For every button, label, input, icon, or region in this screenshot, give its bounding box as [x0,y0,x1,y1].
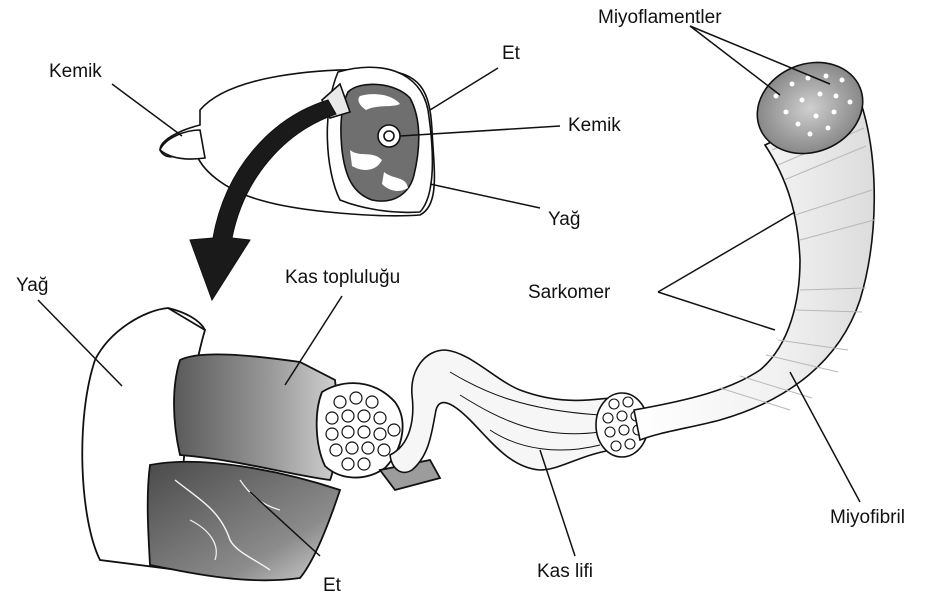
leg-bone-end [160,130,205,159]
leader-sarkomer-1 [658,212,795,292]
myofibril [634,47,877,440]
label-kemik-mid: Kemik [568,116,621,135]
label-sarkomer: Sarkomer [528,283,610,302]
label-et-bottom: Et [323,576,341,595]
leader-miyoflamentler-2 [690,26,830,84]
leader-miyofibril [790,372,860,502]
label-miyofibril: Miyofibril [830,508,905,527]
label-et-top: Et [502,44,520,63]
label-yag-left: Yağ [16,276,48,295]
leader-sarkomer-2 [658,292,775,330]
leader-miyoflamentler-1 [690,26,780,95]
meat-cut-top [160,67,434,216]
leader-kemik-top [112,84,182,136]
leader-yag-top [430,184,540,208]
leader-et-top [430,68,498,110]
cut-bone-inner [384,131,394,141]
label-kas-lifi: Kas lifi [537,562,593,581]
muscle-fiber [390,350,612,472]
label-yag-top: Yağ [548,210,580,229]
label-kas-toplulugu: Kas topluluğu [285,268,400,287]
meat-lower [148,462,340,581]
label-miyoflamentler: Miyoflamentler [598,8,722,27]
label-kemik-top: Kemik [49,62,102,81]
